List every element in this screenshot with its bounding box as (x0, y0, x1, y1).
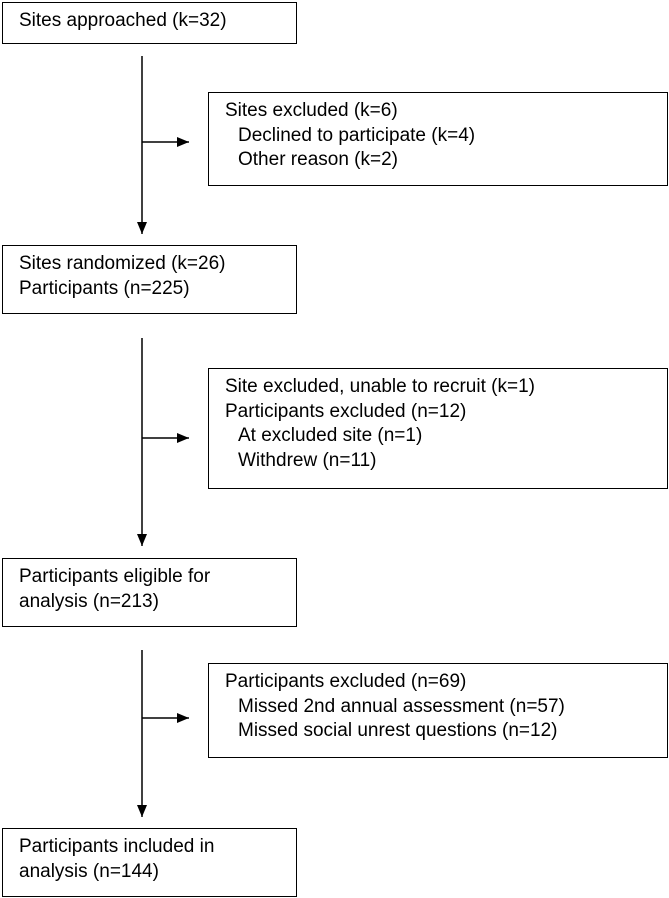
included-line-1: Participants included in (19, 836, 215, 857)
sites-approached-text: Sites approached (k=32) (19, 10, 227, 31)
sites-excluded-declined: Declined to participate (k=4) (238, 124, 476, 146)
sites-excluded-other: Other reason (k=2) (238, 149, 398, 170)
sites-randomized-line: Sites randomized (k=26) (19, 253, 226, 274)
eligible-line-2: analysis (n=213) (19, 590, 159, 612)
eligible-box: Participants eligible for analysis (n=21… (2, 558, 297, 627)
included-box: Participants included in analysis (n=144… (2, 828, 297, 897)
participants-excluded-box: Participants excluded (n=69) Missed 2nd … (208, 663, 668, 758)
participants-randomized-line: Participants (n=225) (19, 277, 190, 299)
included-line-2: analysis (n=144) (19, 860, 159, 882)
participants-excluded-title: Participants excluded (n=69) (225, 671, 467, 692)
missed-questions-line: Missed social unrest questions (n=12) (238, 720, 558, 741)
sites-excluded-title: Sites excluded (k=6) (225, 100, 398, 121)
eligible-line-1: Participants eligible for (19, 566, 211, 587)
sites-approached-box: Sites approached (k=32) (2, 2, 297, 44)
withdrew-line: Withdrew (n=11) (238, 449, 377, 471)
site-excluded-box: Site excluded, unable to recruit (k=1) P… (208, 368, 668, 489)
missed-assessment-line: Missed 2nd annual assessment (n=57) (238, 695, 565, 717)
sites-excluded-box: Sites excluded (k=6) Declined to partici… (208, 92, 668, 186)
site-excluded-line: Site excluded, unable to recruit (k=1) (225, 376, 535, 397)
sites-randomized-box: Sites randomized (k=26) Participants (n=… (2, 245, 297, 314)
participants-excluded-line: Participants excluded (n=12) (225, 400, 467, 422)
excluded-at-site-line: At excluded site (n=1) (238, 425, 423, 446)
